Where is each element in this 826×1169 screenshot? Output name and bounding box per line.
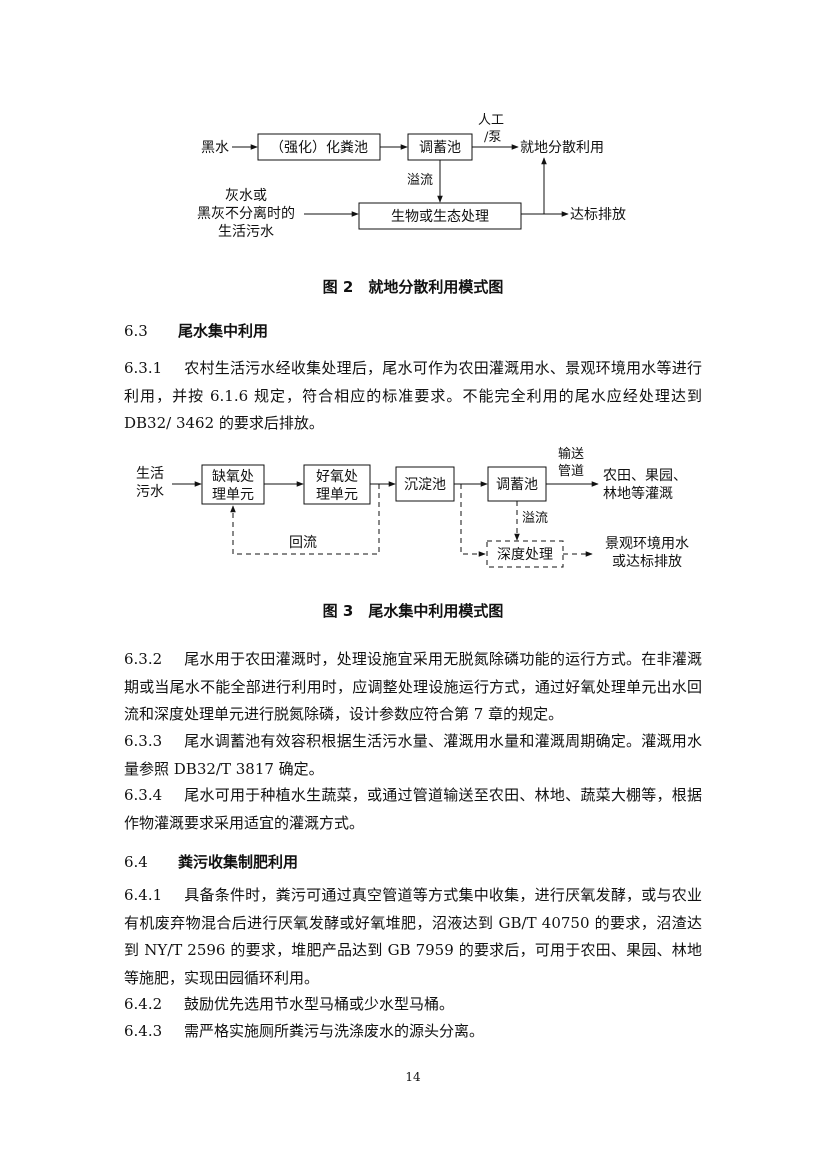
fig2-pump: /泵 — [484, 130, 501, 145]
paragraph-6-4-2: 6.4.2 鼓励优先选用节水型马桶或少水型马桶。 — [124, 991, 702, 1019]
fig3-landscape-1: 景观环境用水 — [605, 536, 689, 552]
paragraph-6-4-1-text: 具备条件时，粪污可通过真空管道等方式集中收集，进行厌氧发酵，或与农业有机废弃物混… — [124, 886, 702, 987]
page-number: 14 — [405, 1070, 421, 1084]
fig2-discharge: 达标排放 — [570, 207, 626, 223]
fig3-landscape-2: 或达标排放 — [612, 554, 682, 570]
fig2-overflow: 溢流 — [407, 173, 433, 188]
fig2-bio-eco: 生物或生态处理 — [391, 209, 489, 225]
paragraph-6-3-3-text: 尾水调蓄池有效容积根据生活污水量、灌溉用水量和灌溉周期确定。灌溉用水量参照 DB… — [124, 732, 702, 778]
paragraph-6-4-3: 6.4.3 需严格实施厕所粪污与洗涤废水的源头分离。 — [124, 1018, 702, 1046]
paragraph-6-4-2-text: 鼓励优先选用节水型马桶或少水型马桶。 — [184, 995, 455, 1013]
fig3-reflux: 回流 — [289, 535, 317, 551]
fig3-aerobic-1: 好氧处 — [316, 469, 358, 485]
fig3-advanced: 深度处理 — [497, 547, 553, 563]
fig2-greywater-2: 黑灰不分离时的 — [197, 205, 295, 222]
fig3-anoxic-2: 理单元 — [212, 487, 254, 503]
fig2-manual: 人工 — [478, 113, 504, 128]
section-6-4-number: 6.4 — [124, 853, 148, 871]
fig3-sewage-1: 生活 — [136, 466, 164, 482]
fig2-greywater-1: 灰水或 — [225, 188, 267, 204]
figure-3-diagram: 生活 污水 缺氧处 理单元 好氧处 理单元 沉淀池 调蓄池 输送 管道 农田、果… — [136, 446, 689, 570]
paragraph-6-4-3-text: 需严格实施厕所粪污与洗涤废水的源头分离。 — [184, 1022, 485, 1040]
paragraph-6-3-1-number: 6.3.1 — [124, 359, 163, 377]
fig3-advanced-box — [486, 540, 564, 568]
paragraph-6-3-4-number: 6.3.4 — [124, 786, 163, 804]
figure-2-caption: 图 2 就地分散利用模式图 — [322, 278, 504, 296]
figure-3-caption: 图 3 尾水集中利用模式图 — [322, 602, 504, 620]
fig3-aerobic-2: 理单元 — [316, 487, 358, 503]
fig2-greywater-3: 生活污水 — [218, 224, 274, 240]
fig2-septic: （强化）化粪池 — [270, 140, 368, 156]
section-6-3-title: 尾水集中利用 — [178, 322, 269, 340]
section-6-3-number: 6.3 — [124, 322, 148, 340]
fig3-pipeline-2: 管道 — [558, 464, 584, 479]
fig3-anoxic-1: 缺氧处 — [212, 469, 254, 485]
fig2-local-use: 就地分散利用 — [520, 140, 604, 156]
paragraph-6-4-3-number: 6.4.3 — [124, 1022, 163, 1040]
paragraph-6-3-3-number: 6.3.3 — [124, 732, 163, 750]
paragraph-6-4-2-number: 6.4.2 — [124, 995, 163, 1013]
paragraph-6-3-2-text: 尾水用于农田灌溉时，处理设施宜采用无脱氮除磷功能的运行方式。在非灌溉期或当尾水不… — [124, 650, 702, 723]
paragraph-6-4-1-number: 6.4.1 — [124, 886, 163, 904]
fig3-sedimentation: 沉淀池 — [404, 477, 446, 493]
fig3-storage: 调蓄池 — [496, 477, 538, 493]
fig3-sewage-2: 污水 — [136, 484, 164, 500]
section-6-4-title: 粪污收集制肥利用 — [178, 853, 299, 871]
section-6-4-heading: 6.4 粪污收集制肥利用 — [124, 851, 298, 872]
fig3-sediment-advanced-line — [460, 484, 486, 557]
fig3-overflow: 溢流 — [522, 511, 548, 526]
fig2-blackwater: 黑水 — [201, 140, 229, 156]
fig2-storage: 调蓄池 — [419, 140, 461, 156]
figure-2-diagram: 黑水 （强化）化粪池 调蓄池 人工 /泵 就地分散利用 溢流 灰水或 黑灰不分离… — [197, 113, 626, 240]
fig3-pipeline-1: 输送 — [558, 446, 584, 462]
paragraph-6-3-2-number: 6.3.2 — [124, 650, 163, 668]
fig2-bio-box — [358, 202, 522, 230]
paragraph-6-3-1-text: 农村生活污水经收集处理后，尾水可作为农田灌溉用水、景观环境用水等进行利用，并按 … — [124, 359, 702, 432]
fig3-irrigation-2: 林地等灌溉 — [603, 485, 673, 502]
paragraph-6-3-4-text: 尾水可用于种植水生蔬菜，或通过管道输送至农田、林地、蔬菜大棚等，根据作物灌溉要求… — [124, 786, 702, 832]
fig3-irrigation-1: 农田、果园、 — [603, 468, 687, 484]
section-6-3-heading: 6.3 尾水集中利用 — [124, 320, 268, 341]
